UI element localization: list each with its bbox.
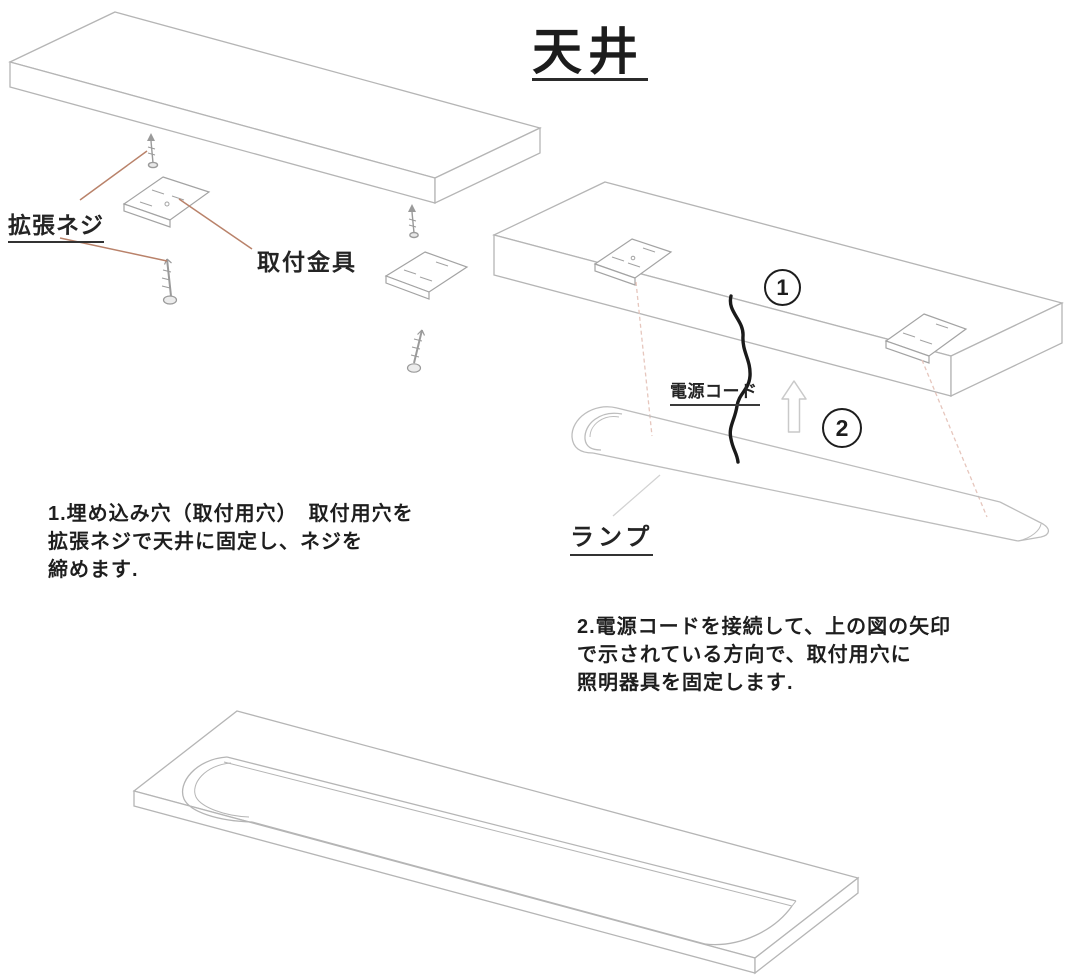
trough-front-edge [251,821,706,945]
mounting-bracket-label: 取付金具 [257,249,357,275]
instruction-step-1-line-1: 1.埋め込み穴（取付用穴） 取付用穴を [48,503,414,525]
expansion-screw-icon [161,258,178,305]
step-1-circle-number: 1 [776,274,789,300]
mounting-bracket-icon [884,313,968,364]
lamp-drawing [571,406,1050,542]
step-2-circle-marker: 2 [822,408,862,448]
lamp-bottom-edge [592,452,1019,542]
trough-left-cap-inner [194,762,250,818]
lamp-right-fan [1017,523,1042,542]
trough-back-rim [226,756,797,902]
instruction-step-2: 2.電源コードを接続して、上の図の矢印 で示されている方向で、取付用穴に 照明器… [577,613,951,697]
page-title: 天井 [532,27,648,81]
leader-to-small-screw [79,150,148,201]
small-screw-icon [147,133,159,169]
lamp-reflector-rim [584,412,623,451]
step-1-circle-marker: 1 [764,269,801,306]
alignment-guide-lines [635,281,988,518]
mounting-bracket-icon [384,251,469,300]
up-arrow-icon [781,380,807,433]
diffuser-trough [181,756,797,946]
left-board-right-face [434,126,541,205]
instruction-step-2-line-3: 照明器具を固定します. [577,672,794,694]
lamp-left-cap [571,406,618,454]
left-ceiling-board [8,11,542,205]
lamp-right-cap [999,501,1050,542]
lamp-leader-line [612,474,661,517]
right-board-right-face [950,301,1063,398]
bracket-flange [123,203,171,228]
lamp-top-edge [616,407,1001,503]
trough-back-rim-inner [223,761,793,907]
instruction-step-1-line-2: 拡張ネジで天井に固定し、ネジを [48,531,363,553]
leader-to-bracket [178,198,253,250]
bracket-flange [385,275,430,300]
expansion-screw-icon [406,329,426,373]
lamp-label: ランプ [570,517,654,556]
expansion-screw-label: 拡張ネジ [8,206,104,243]
instruction-step-1-line-3: 締めます. [48,559,139,581]
power-cord-label: 電源コード [670,377,760,406]
assembled-lamp-drawing [132,710,860,975]
trough-left-cap [181,756,253,823]
instruction-step-2-line-1: 2.電源コードを接続して、上の図の矢印 [577,616,952,638]
mounting-bracket-icon [593,238,673,286]
power-cord-line [728,294,752,464]
lamp-reflector-rim-inner [589,416,620,438]
instruction-step-2-line-2: で示されている方向で、取付用穴に [577,644,912,666]
step-2-circle-number: 2 [835,414,849,441]
small-screw-icon [408,204,419,239]
base-plate-right-face [754,876,859,975]
trough-right-cap [704,905,793,946]
mounting-bracket-icon [122,176,211,228]
instruction-step-1: 1.埋め込み穴（取付用穴） 取付用穴を 拡張ネジで天井に固定し、ネジを 締めます… [48,500,414,584]
